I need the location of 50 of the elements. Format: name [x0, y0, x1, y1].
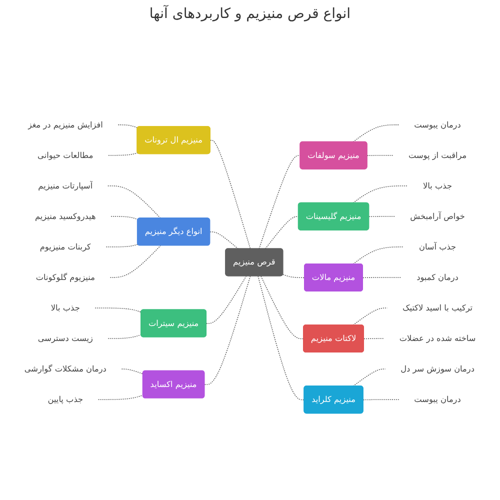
title: انواع قرص منیزیم و کاربردهای آنها — [148, 6, 352, 22]
node-text: درمان یبوست — [414, 394, 461, 404]
connector — [206, 276, 247, 324]
connector — [258, 276, 305, 401]
node-text: جذب پایین — [48, 394, 83, 404]
connector — [352, 246, 404, 265]
connector — [362, 400, 400, 401]
connector — [110, 246, 161, 278]
node-text: مراقبت از پوست — [408, 150, 467, 160]
node-text: درمان مشکلات گوارشی — [24, 364, 106, 374]
node-text: آسپارتات منیزیم — [38, 181, 93, 191]
connector — [260, 276, 304, 340]
connector — [282, 274, 305, 278]
connector — [352, 308, 388, 326]
node-text: خواص آرامبخش — [410, 212, 465, 222]
connector — [106, 244, 138, 248]
node-text: زیست دسترسی — [38, 334, 93, 344]
connector — [107, 186, 161, 219]
connector — [210, 232, 238, 250]
connector — [352, 368, 386, 387]
connector — [366, 155, 394, 156]
node-text: جذب بالا — [50, 303, 80, 313]
node-text: جذب بالا — [423, 181, 452, 191]
node-text: ترکیب با اسید لاکتیک — [402, 303, 473, 313]
connector — [98, 395, 144, 400]
connector — [352, 124, 400, 143]
connector — [121, 368, 144, 375]
connector — [210, 140, 251, 250]
node-text: هیدروکسید منیزیم — [34, 212, 96, 222]
node-text: درمان یبوست — [414, 120, 461, 130]
connector — [108, 152, 138, 156]
connector — [264, 216, 299, 250]
node-text: افزایش منیزیم در مغز — [28, 120, 103, 130]
connector — [110, 216, 138, 220]
connector — [362, 277, 402, 278]
node-text: درمان سوزش سر دل — [400, 364, 474, 374]
node-text: ساخته شده در عضلات — [399, 334, 476, 344]
connector — [368, 216, 396, 218]
node-text: کربنات منیزیوم — [40, 242, 91, 252]
node-text: درمان کمبود — [416, 272, 458, 282]
connector — [108, 334, 142, 340]
connector — [118, 124, 138, 128]
connector — [94, 308, 142, 313]
connector — [204, 276, 251, 386]
connector — [352, 186, 408, 204]
node-text: مطالعات حیوانی — [38, 150, 94, 160]
connector — [258, 155, 301, 250]
connector — [364, 338, 384, 340]
node-text: جذب آسان — [418, 242, 456, 252]
node-text: منیزیوم گلوکونات — [36, 272, 95, 282]
